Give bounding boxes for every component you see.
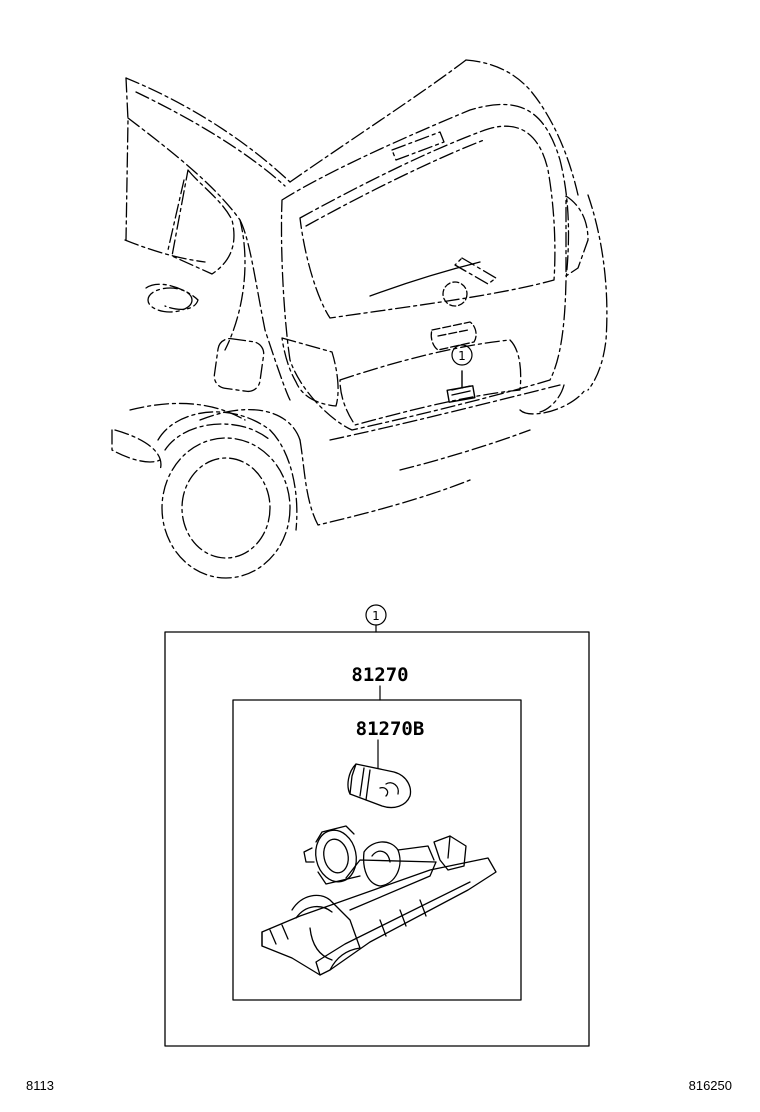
- page-code-right: 816250: [689, 1078, 732, 1093]
- lamp-housing-illustration: [261, 825, 497, 976]
- outer-parts-frame: [164, 631, 590, 1047]
- back-door-handle: [430, 321, 477, 351]
- body-phantom-lines: [111, 59, 608, 526]
- side-window: [167, 169, 235, 275]
- rear-wiper: [369, 257, 497, 307]
- vehicle-callout-number: 1: [458, 349, 466, 363]
- license-lamp-location: [446, 370, 476, 403]
- vehicle-illustration: [111, 59, 608, 579]
- vehicle-callout: 1: [451, 344, 473, 366]
- assembly-part-number: 81270: [351, 664, 408, 686]
- bulb-illustration: [347, 763, 412, 809]
- group-callout-number: 1: [372, 609, 380, 623]
- rear-wheel: [157, 411, 298, 579]
- inner-parts-frame: [232, 699, 522, 1001]
- group-callout: 1: [365, 604, 387, 633]
- rear-combination-lamp-left: [281, 337, 339, 407]
- bulb-part-number: 81270B: [356, 718, 425, 740]
- page-code-left: 8113: [26, 1078, 54, 1093]
- fuel-lid: [213, 337, 265, 393]
- rear-combination-lamp-right: [565, 195, 589, 277]
- door-handle: [145, 283, 199, 313]
- back-door: [280, 103, 570, 471]
